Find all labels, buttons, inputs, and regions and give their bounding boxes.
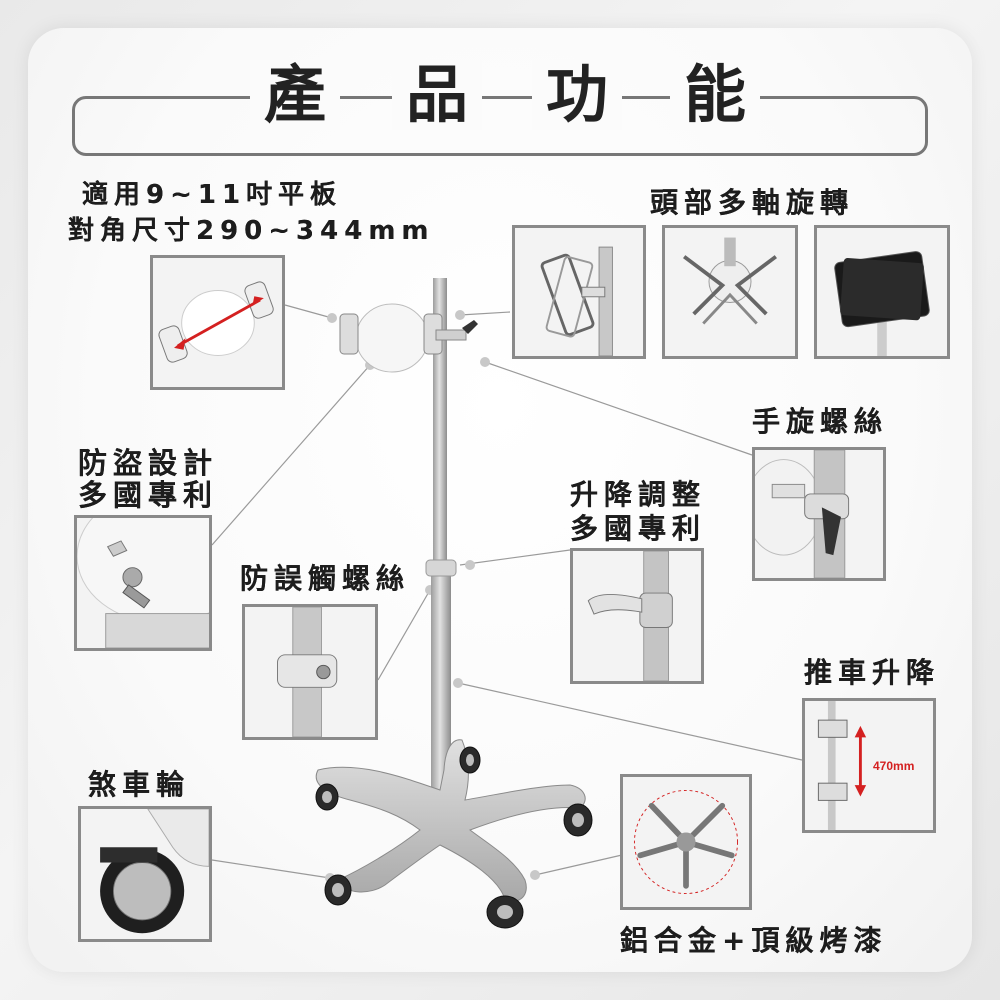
- lift-lever-icon: [587, 551, 673, 681]
- tablet-clamp-icon: [158, 281, 274, 363]
- brake-wheel-label: 煞車輪: [88, 768, 191, 801]
- rotation-thumb-1: [512, 225, 646, 359]
- height-adjust-label-line1: 升降調整: [570, 478, 707, 511]
- push-lift-thumb: [802, 698, 936, 833]
- title-char-2: 品: [392, 60, 483, 130]
- anti-theft-label-line1: 防盜設計: [78, 446, 219, 480]
- head-rotation-label: 頭部多軸旋轉: [650, 186, 855, 219]
- height-adjust-label-line2: 多國專利: [570, 512, 707, 545]
- anti-theft-label-line2: 多國專利: [78, 478, 219, 512]
- lock-key-icon: [77, 518, 209, 648]
- title-char-3: 功: [532, 60, 623, 130]
- brake-wheel-thumb: [78, 806, 212, 942]
- anti-theft-thumb: [74, 515, 212, 651]
- collar-screw-icon: [277, 607, 338, 737]
- tablet-size-label-line2: 對角尺寸290~344mm: [68, 216, 435, 246]
- material-label: 鋁合金+頂級烤漆: [620, 924, 888, 957]
- hand-screw-thumb: [752, 447, 886, 581]
- lift-range-icon: [817, 701, 867, 830]
- rotation-thumb-2: [662, 225, 798, 359]
- lift-range-value: 470mm: [873, 759, 915, 773]
- tablet-size-label-line1: 適用9~11吋平板: [82, 180, 343, 210]
- height-adjust-thumb: [570, 548, 704, 684]
- rotating-clamp-icon: [683, 237, 777, 325]
- title-char-4: 能: [670, 60, 761, 130]
- title-char-1: 產: [250, 60, 341, 130]
- title-frame: [72, 96, 928, 156]
- rotation-thumb-3: [814, 225, 950, 359]
- hand-screw-icon: [755, 450, 850, 578]
- push-lift-label: 推車升降: [804, 656, 941, 689]
- mounted-tablet-icon: [834, 251, 930, 356]
- hand-screw-label: 手旋螺絲: [752, 405, 889, 438]
- base-frame-icon: [633, 789, 739, 895]
- material-thumb: [620, 774, 752, 910]
- rotating-head-icon: [540, 246, 613, 356]
- wheel-icon: [100, 809, 209, 934]
- anti-loosen-screw-label: 防誤觸螺絲: [240, 562, 411, 595]
- tablet-size-thumb: [150, 255, 285, 390]
- anti-loosen-screw-thumb: [242, 604, 378, 740]
